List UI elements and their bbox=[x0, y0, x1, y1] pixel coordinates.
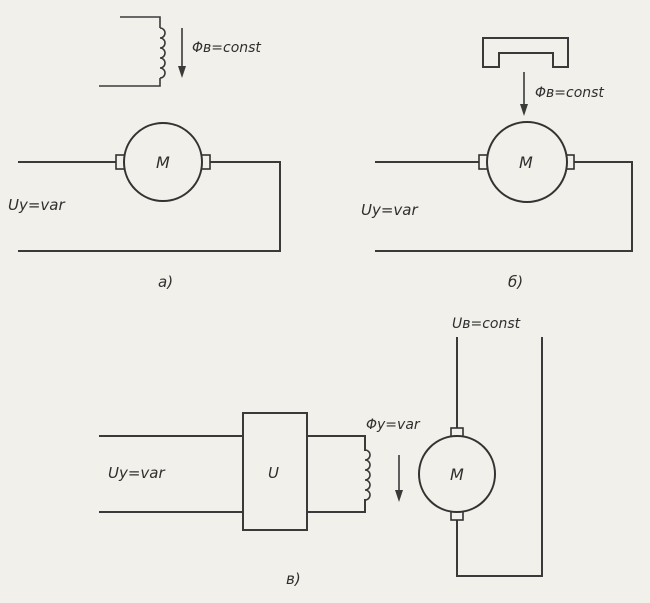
caption-c: в) bbox=[286, 570, 301, 588]
converter-label-c: U bbox=[268, 464, 279, 482]
armature-circuit-c bbox=[456, 337, 543, 577]
control-voltage-label-c: Uy=var bbox=[108, 464, 165, 482]
caption-a: a) bbox=[158, 273, 173, 291]
motor-circle-b bbox=[486, 121, 568, 203]
control-voltage-label-a: Uy=var bbox=[8, 196, 65, 214]
input-lines-c bbox=[99, 435, 244, 513]
field-winding-a bbox=[99, 16, 166, 87]
armature-circuit-b bbox=[375, 161, 633, 252]
diagram-b: Φв=const M Uy=var б) bbox=[361, 37, 633, 291]
flux-arrow-b bbox=[520, 72, 528, 116]
flux-arrow-a bbox=[178, 28, 186, 78]
caption-b: б) bbox=[508, 273, 523, 291]
diagram-c: U Φy=var Uв=const M Uy=var в) bbox=[99, 316, 543, 588]
field-flux-label-a: Φв=const bbox=[192, 40, 261, 56]
motor-label-a: M bbox=[156, 153, 170, 172]
control-voltage-label-b: Uy=var bbox=[361, 201, 418, 219]
armature-circuit-a bbox=[18, 161, 281, 252]
motor-label-b: M bbox=[519, 153, 533, 172]
field-flux-label-c: Φy=var bbox=[366, 417, 421, 433]
motor-circle-c bbox=[418, 435, 496, 513]
field-winding-c bbox=[364, 449, 371, 501]
motor-b: M bbox=[478, 121, 575, 203]
permanent-magnet-b bbox=[482, 37, 569, 68]
motor-label-c: M bbox=[450, 465, 464, 484]
field-flux-label-b: Φв=const bbox=[535, 85, 604, 101]
diagram-a: Φв=const M Uy=var a) bbox=[8, 16, 281, 291]
converter-block-c bbox=[242, 412, 308, 531]
motor-circle-a bbox=[123, 122, 203, 202]
flux-arrow-c bbox=[395, 455, 403, 502]
motor-c: M bbox=[418, 427, 496, 521]
field-leads-c bbox=[306, 435, 366, 513]
motor-a: M bbox=[115, 122, 211, 202]
supply-voltage-label-c: Uв=const bbox=[452, 316, 521, 332]
